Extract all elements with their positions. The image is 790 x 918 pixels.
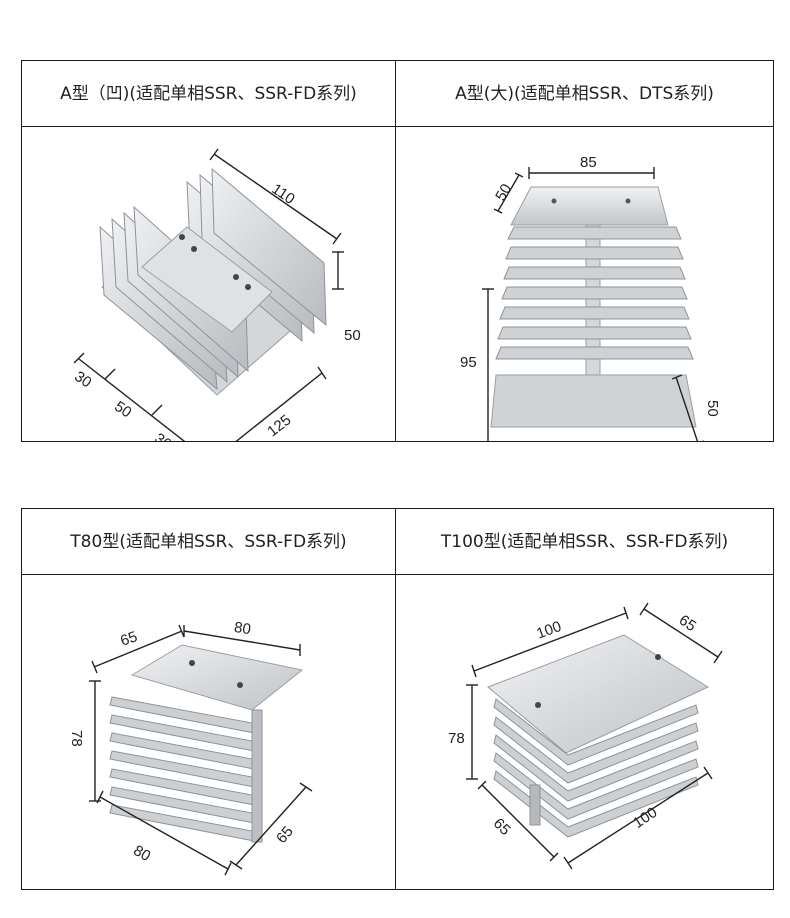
dim-side-a: 30 (71, 368, 94, 391)
table-header-row (22, 509, 773, 575)
heatsink-top-plate (487, 634, 710, 754)
table-header-row (22, 61, 773, 127)
heatsink-a-concave-figure: 110 50 30 50 30 125 (22, 127, 395, 441)
dim-top-length: 110 (268, 180, 297, 207)
dim-side-c: 30 (151, 430, 174, 441)
column-divider (395, 509, 396, 889)
dim-top-right: 80 (233, 619, 252, 638)
product-table-top: A型（凹)(适配单相SSR、SSR-FD系列) A型(大)(适配单相SSR、DT… (21, 60, 774, 442)
cell-title-a-large: A型(大)(适配单相SSR、DTS系列) (455, 84, 714, 104)
heatsink-a-large-figure: 85 50 95 50 100 (396, 127, 773, 441)
dim-bottom-right: 65 (273, 823, 297, 847)
product-table-bottom: T80型(适配单相SSR、SSR-FD系列) T100型(适配单相SSR、SSR… (21, 508, 774, 890)
dimension-lines (466, 602, 723, 870)
dim-height: 78 (448, 730, 465, 747)
dimension-lines (89, 624, 313, 876)
dim-side-b: 50 (111, 398, 134, 421)
heatsink-top-plate (510, 186, 669, 226)
dim-depth: 50 (492, 181, 515, 204)
dimension-lines (482, 167, 704, 441)
dim-bottom-left: 80 (130, 842, 153, 865)
heatsink-fins (109, 696, 255, 842)
dim-top-right: 65 (676, 612, 699, 635)
dim-top-left: 65 (118, 628, 139, 650)
heatsink-t100-figure: 100 65 78 65 100 (396, 575, 773, 889)
cell-title-a-concave: A型（凹)(适配单相SSR、SSR-FD系列) (60, 84, 357, 104)
dim-bottom-left: 65 (490, 815, 514, 839)
dim-height: 78 (68, 730, 85, 747)
heatsink-t80-figure: 65 80 78 80 65 (22, 575, 395, 889)
heatsink-fins (99, 167, 327, 391)
dim-top-width: 85 (580, 154, 597, 171)
dimension-lines (73, 148, 344, 441)
heatsink-base (490, 374, 697, 428)
heatsink-fins (495, 226, 694, 360)
dim-right: 50 (704, 400, 721, 417)
column-divider (395, 61, 396, 441)
cell-title-t80: T80型(适配单相SSR、SSR-FD系列) (70, 532, 347, 552)
dim-height: 50 (344, 327, 361, 344)
dim-height: 95 (460, 354, 477, 371)
heatsink-top-plate (130, 644, 304, 711)
cell-title-t100: T100型(适配单相SSR、SSR-FD系列) (440, 532, 729, 552)
